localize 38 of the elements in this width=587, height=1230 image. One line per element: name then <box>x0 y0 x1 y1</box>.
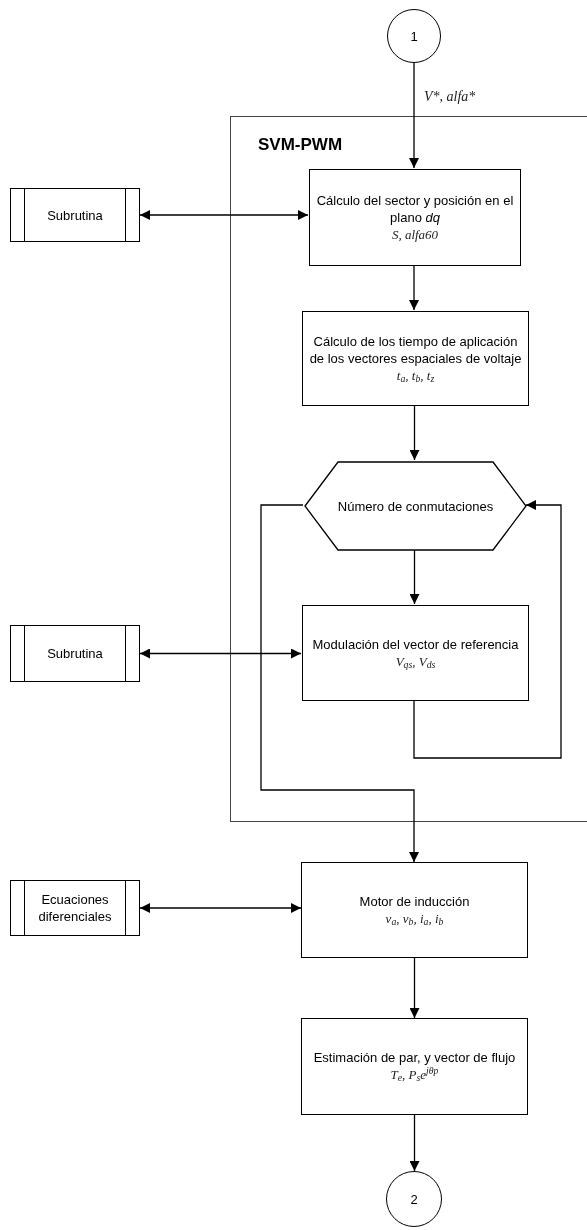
step-text: Ecuaciones diferenciales <box>37 891 113 925</box>
arrow <box>409 1114 420 1172</box>
formula-text: S, alfa60 <box>391 225 439 244</box>
preparation-hexagon <box>304 461 527 551</box>
process-box <box>302 311 529 406</box>
arrow <box>409 549 420 605</box>
arrow <box>409 62 419 169</box>
step-text: Número de conmutaciones <box>337 497 494 515</box>
arrow <box>139 648 302 659</box>
subroutine-box <box>10 625 140 682</box>
arrow <box>409 264 419 311</box>
process-box <box>301 1018 528 1115</box>
arrow <box>139 210 309 220</box>
step-text: Motor de inducción <box>359 892 470 910</box>
step-text: Cálculo de los tiempo de aplicación de los vectores espaciales de voltaje <box>308 332 523 367</box>
step-text: Estimación de par, y vector de flujo <box>313 1049 516 1066</box>
formula-text: t$_{a}$, t$_{b}$, t$_{z}$ <box>396 366 435 385</box>
group-title: SVM-PWM <box>258 134 343 156</box>
formula-text: T$_{e}$, P$_{s}$e$^{jθp}$ <box>390 1066 439 1084</box>
group-frame <box>230 116 587 822</box>
arrow <box>409 957 420 1019</box>
formula-text: V$_{qs}$, V$_{ds}$ <box>395 652 436 671</box>
arrow <box>409 404 420 461</box>
process-box <box>302 605 529 701</box>
step-text: Subrutina <box>47 645 103 662</box>
connector-number: 2 <box>410 1190 418 1208</box>
step-text: Cálculo del sector y posición en el plano dq <box>315 191 515 226</box>
arrow <box>260 504 419 863</box>
formula-text: v$_{a}$, v$_{b}$, i$_{a}$, i$_{b}$ <box>385 909 444 928</box>
subroutine-box <box>10 880 140 936</box>
subroutine-box <box>10 188 140 242</box>
step-text: Modulación del vector de referencia <box>312 635 519 653</box>
arrow <box>413 500 562 759</box>
process-box <box>301 862 528 958</box>
connector-number: 1 <box>410 27 418 45</box>
step-text: Subrutina <box>47 206 103 224</box>
process-box <box>309 169 521 266</box>
arrow <box>139 903 302 913</box>
